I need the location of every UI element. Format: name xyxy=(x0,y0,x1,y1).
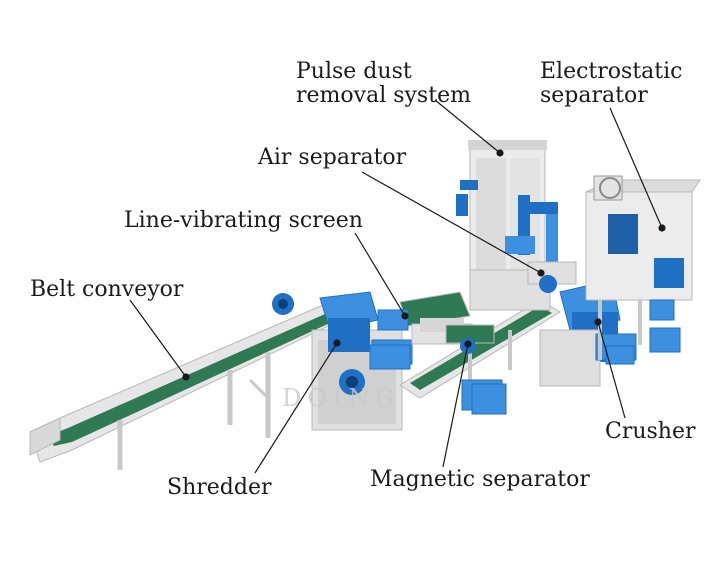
label-pulse-dust-line2: removal system xyxy=(296,83,471,108)
air-separator xyxy=(505,195,577,293)
label-air-separator: Air separator xyxy=(258,145,407,170)
collection-bins xyxy=(369,344,635,415)
shredder xyxy=(311,291,413,431)
label-belt-conveyor: Belt conveyor xyxy=(30,277,184,302)
label-line-vibrating-screen: Line-vibrating screen xyxy=(124,208,363,233)
label-shredder: Shredder xyxy=(167,475,272,500)
belt-conveyor xyxy=(29,293,346,470)
label-electrostatic-line1: Electrostatic xyxy=(540,59,683,84)
label-magnetic-separator: Magnetic separator xyxy=(370,467,590,492)
watermark: DOING xyxy=(282,384,401,412)
label-pulse-dust-line1: Pulse dust xyxy=(296,59,412,84)
label-electrostatic-line2: separator xyxy=(540,83,648,108)
label-crusher: Crusher xyxy=(605,419,696,444)
electrostatic-separator xyxy=(585,175,701,360)
leader-lines xyxy=(129,99,666,474)
